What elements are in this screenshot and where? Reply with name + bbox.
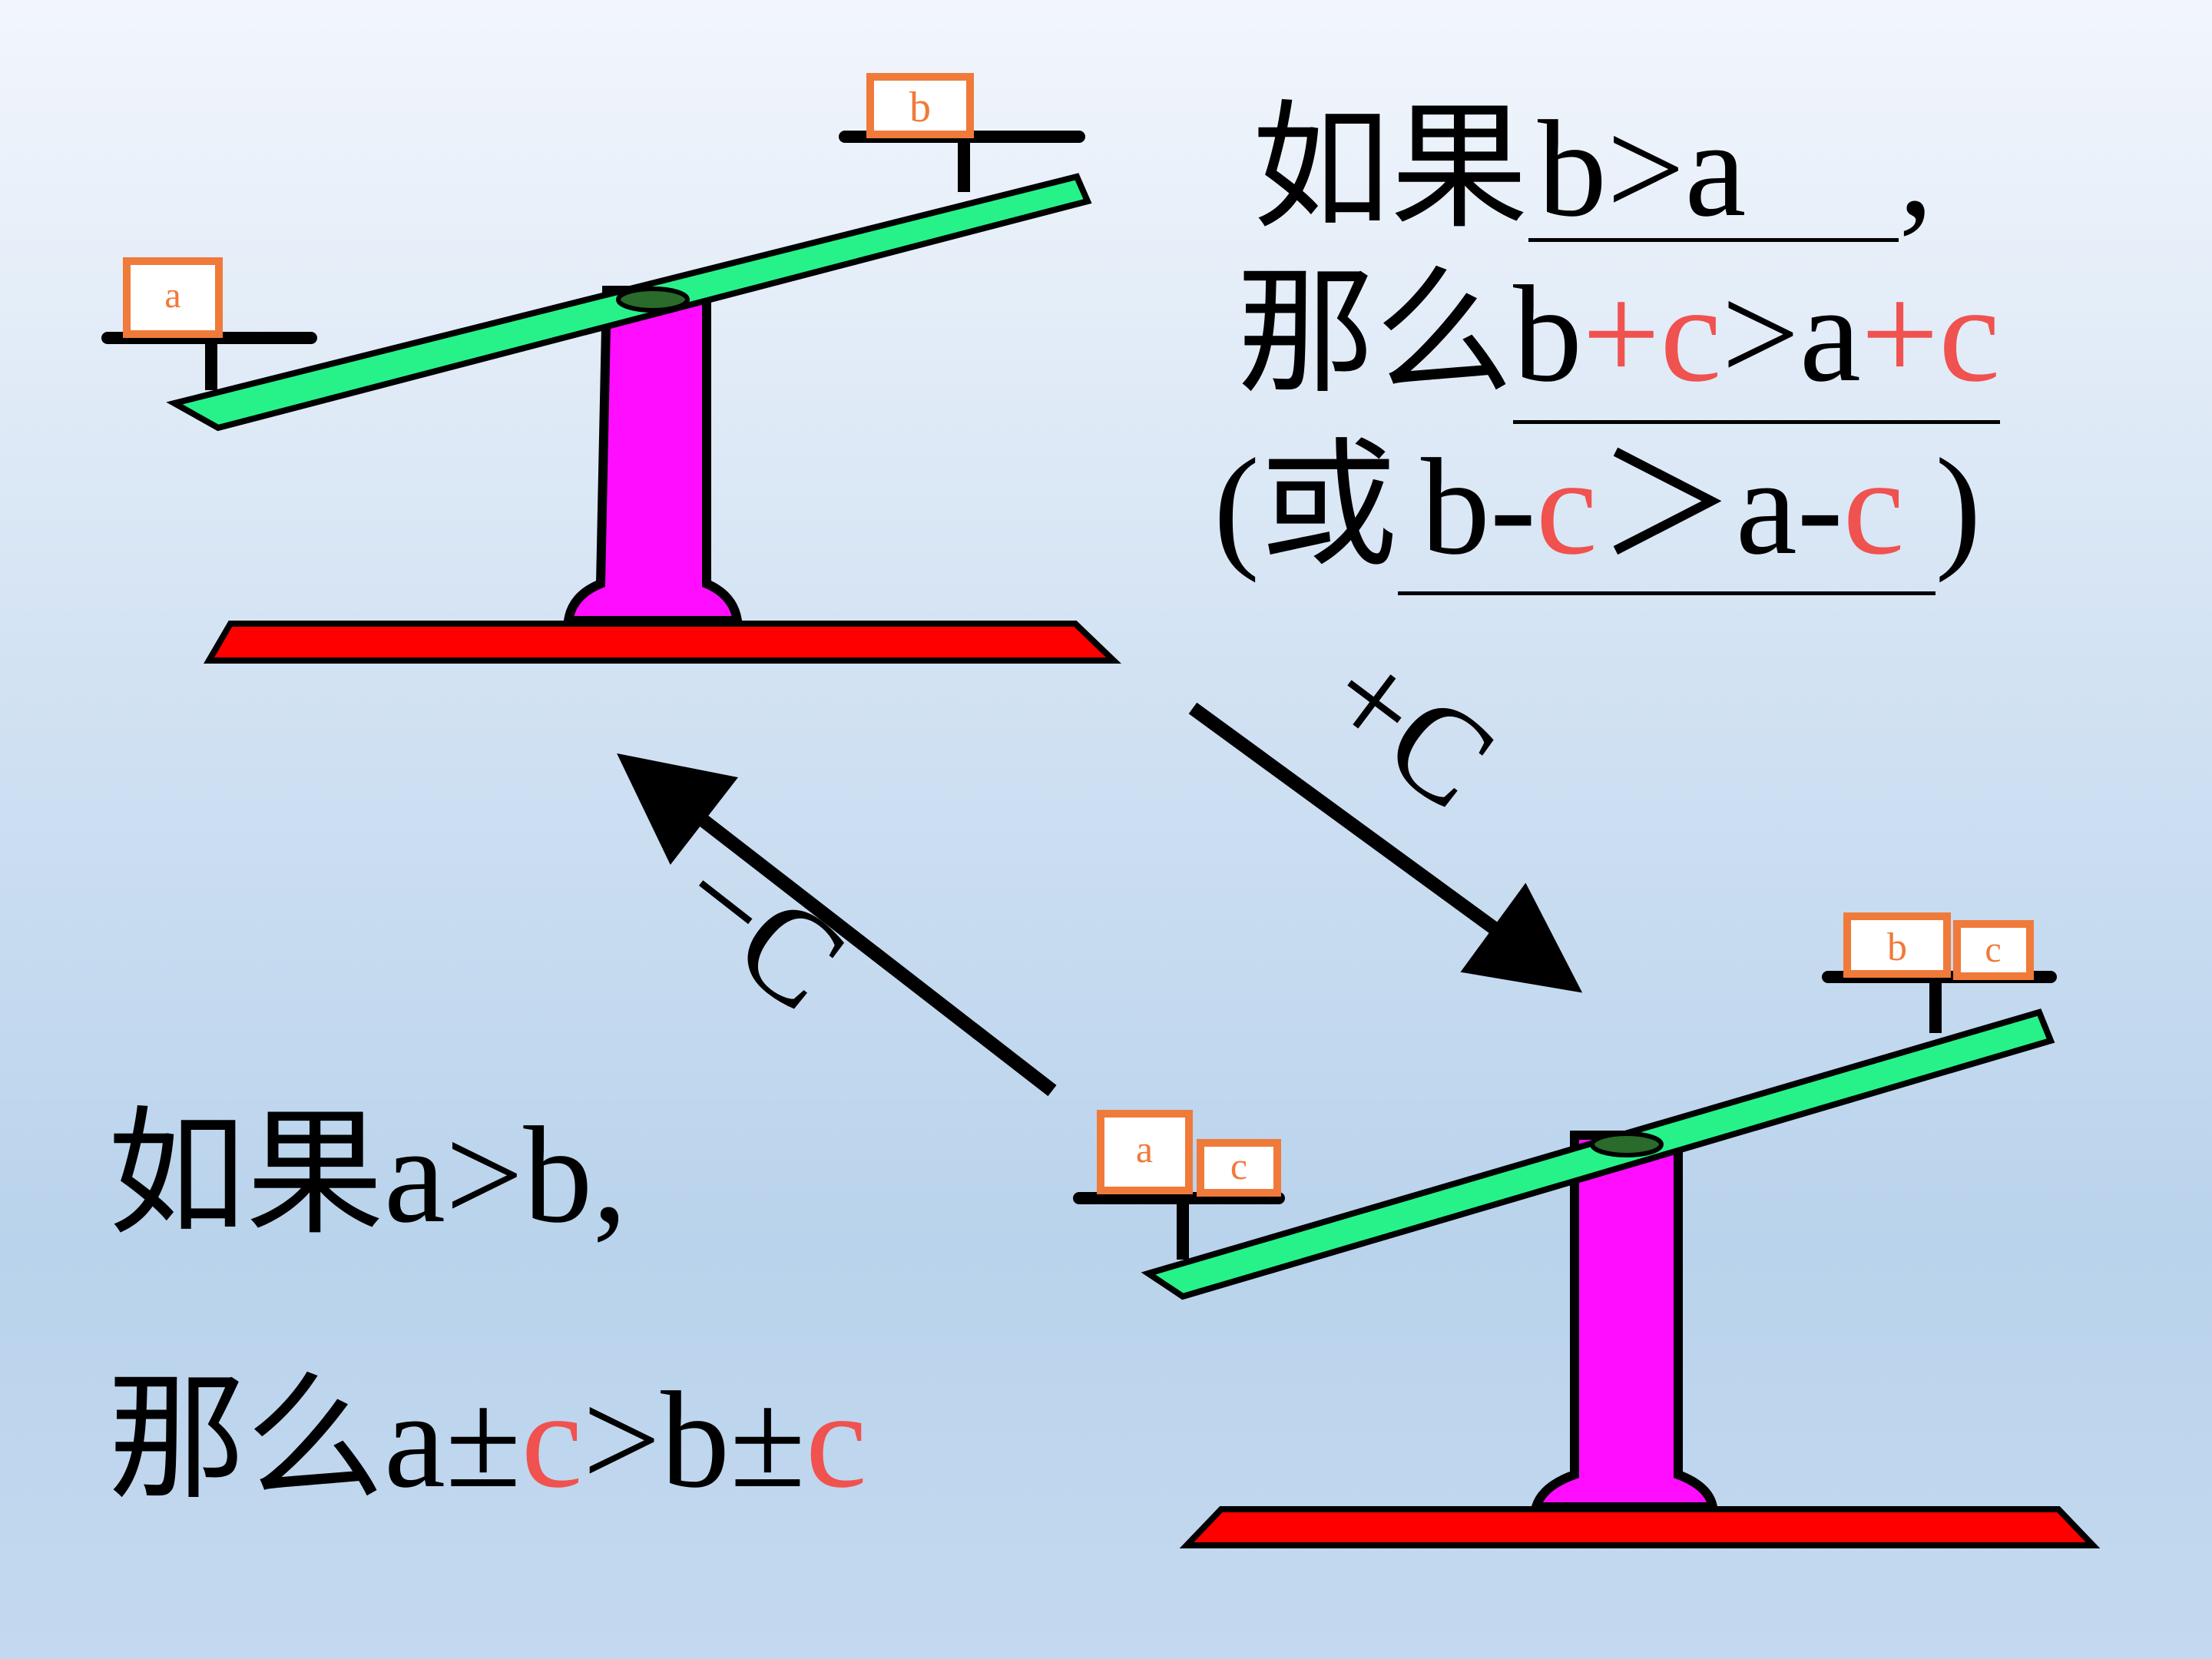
bottom-scale-beam — [1141, 1008, 2055, 1300]
weight-box-b — [1843, 912, 1951, 978]
if-a-greater-b-line: 如果a>b, — [108, 1098, 628, 1251]
weight-box-a — [1097, 1110, 1193, 1194]
comma: , — [1899, 92, 1934, 245]
bottom-scale-post — [1529, 1131, 1719, 1512]
blank-add-c: b+c>a+c — [1513, 265, 2001, 424]
add-c-arrow — [1188, 702, 1583, 993]
top-scale-base — [204, 621, 1121, 664]
top-scale-pivot — [616, 286, 690, 313]
top-scale-post — [563, 286, 743, 625]
weight-box-c — [1953, 920, 2034, 980]
then-label: 那么 — [1237, 257, 1514, 410]
bottom-scale-base — [1179, 1506, 2101, 1548]
if-label: 如果 — [1252, 92, 1529, 245]
or-label: (或 — [1214, 430, 1398, 583]
weight-box-a-label: a — [1136, 1128, 1153, 1171]
weight-box-a — [123, 257, 223, 338]
then-plusminus-c-line: 那么a±c>b±c — [108, 1363, 867, 1516]
b-greater-a-text: b>a — [1538, 92, 1747, 245]
subtract-c-arrow — [617, 753, 1057, 1097]
weight-box-b-label: b — [909, 84, 931, 131]
weight-box-b-label: b — [1887, 926, 1907, 969]
blank-b-greater-a: b>a — [1528, 100, 1899, 242]
weight-box-c — [1197, 1139, 1281, 1197]
weight-box-a-label: a — [164, 275, 180, 316]
if-b-greater-a-line: 如果b>a, — [1252, 100, 1933, 242]
then-add-c-line: 那么b+c>a+c — [1237, 265, 2001, 424]
weight-box-c-label: c — [1985, 929, 2001, 970]
top-balance-scale: a b — [101, 73, 1121, 664]
weight-box-b — [866, 73, 974, 138]
weight-box-c-label: c — [1230, 1144, 1247, 1187]
bottom-scale-pivot — [1590, 1131, 1664, 1157]
blank-subtract-c: b-c＞a-c — [1397, 438, 1936, 595]
bottom-balance-scale: a c b c — [1073, 912, 2101, 1548]
subtract-c-label: −C — [651, 820, 873, 1039]
